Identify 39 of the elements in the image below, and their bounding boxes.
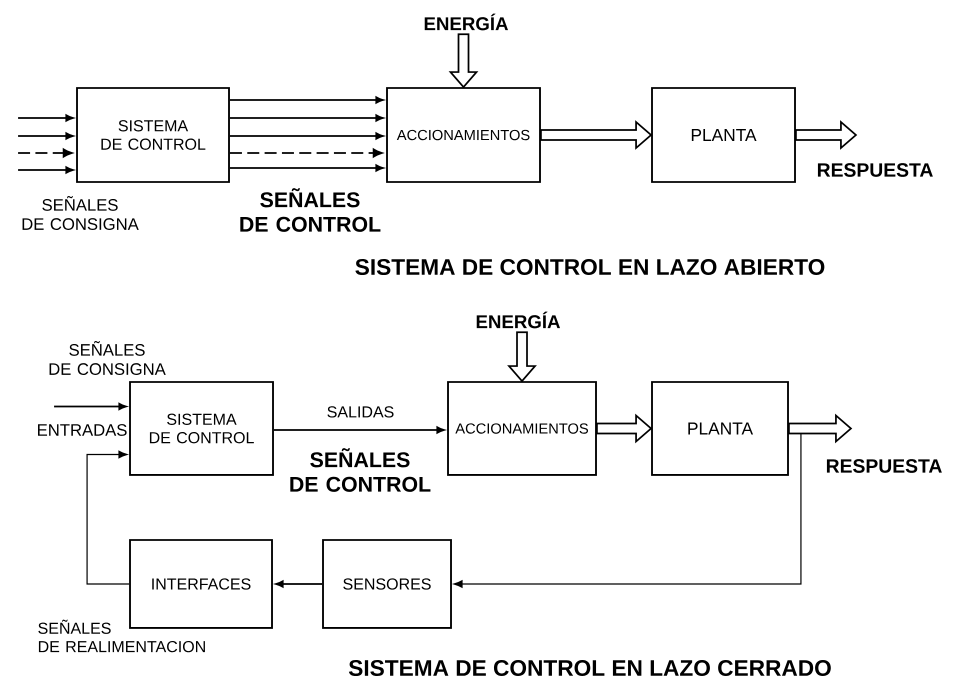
block-arrow	[448, 33, 478, 88]
block-arrow	[540, 120, 652, 150]
process-box: SISTEMA DE CONTROL	[129, 381, 274, 476]
arrow	[18, 132, 74, 140]
arrow	[18, 166, 74, 174]
signal-label: SEÑALES DE CONTROL	[290, 448, 430, 492]
input-label: ENERGÍA	[424, 14, 508, 30]
block-arrow	[596, 414, 652, 444]
process-box: SISTEMA DE CONTROL	[76, 87, 230, 183]
signal-label: SEÑALES DE CONSIGNA	[22, 196, 139, 230]
arrow	[454, 434, 802, 588]
block-arrow	[507, 331, 537, 382]
diagram-label: SISTEMA DE CONTROL EN LAZO ABIERTO	[355, 258, 824, 276]
output-label: RESPUESTA	[818, 163, 933, 177]
arrow	[86, 450, 130, 585]
arrow	[275, 580, 322, 588]
input-label: ENERGÍA	[476, 312, 560, 328]
diagram-label: SISTEMA DE CONTROL EN LAZO CERRADO	[348, 660, 831, 676]
arrow	[230, 164, 384, 172]
edge-label: SALIDAS	[327, 406, 394, 418]
arrow	[230, 114, 384, 122]
arrow	[230, 132, 384, 140]
process-box: ACCIONAMIENTOS	[447, 381, 597, 476]
process-box: PLANTA	[651, 381, 789, 476]
output-label: RESPUESTA	[826, 459, 942, 473]
arrow	[54, 402, 127, 410]
arrow	[230, 148, 383, 158]
block-arrow	[788, 414, 852, 444]
arrow	[18, 148, 73, 158]
process-box: SENSORES	[322, 539, 452, 629]
arrow	[18, 114, 74, 122]
process-box: PLANTA	[651, 87, 796, 183]
signal-label: SEÑALES DE CONTROL	[240, 188, 380, 232]
arrow	[230, 96, 384, 104]
block-arrow	[795, 120, 858, 150]
process-box: INTERFACES	[129, 539, 273, 629]
process-box: ACCIONAMIENTOS	[386, 87, 541, 183]
signal-label: SEÑALES DE CONSIGNA	[50, 341, 166, 375]
arrow	[274, 426, 445, 434]
